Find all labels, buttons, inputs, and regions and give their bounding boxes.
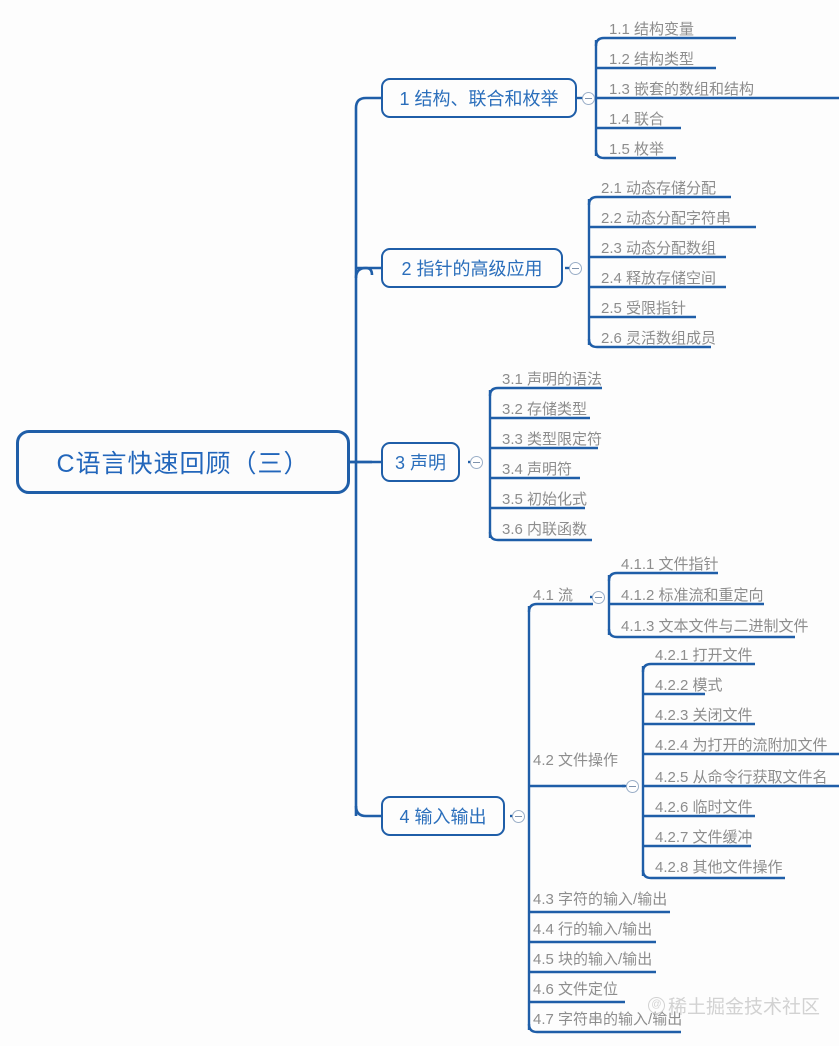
- leaf-3-5[interactable]: 3.5 初始化式: [502, 490, 587, 510]
- leaf-4-1-3[interactable]: 4.1.3 文本文件与二进制文件: [621, 617, 809, 637]
- leaf-1-3[interactable]: 1.3 嵌套的数组和结构: [609, 80, 754, 100]
- leaf-2-5[interactable]: 2.5 受限指针: [601, 299, 686, 319]
- leaf-4-2-3[interactable]: 4.2.3 关闭文件: [655, 706, 753, 726]
- leaf-4-3[interactable]: 4.3 字符的输入/输出: [533, 890, 667, 910]
- collapse-minus-icon-node-4-2[interactable]: [626, 780, 639, 793]
- leaf-2-1-label: 2.1 动态存储分配: [601, 180, 717, 197]
- collapse-minus-icon-node-4-1[interactable]: [592, 591, 605, 604]
- leaf-4-2-5-label: 4.2.5 从命令行获取文件名: [655, 769, 828, 786]
- watermark-text: 稀土掘金技术社区: [668, 997, 821, 1018]
- leaf-3-2[interactable]: 3.2 存储类型: [502, 400, 587, 420]
- leaf-4-5[interactable]: 4.5 块的输入/输出: [533, 950, 652, 970]
- node-4-1[interactable]: 4.1 流: [533, 586, 573, 606]
- leaf-4-4-label: 4.4 行的输入/输出: [533, 921, 653, 938]
- collapse-minus-icon-branch-3[interactable]: [470, 456, 483, 469]
- branch-node-4-label: 4 输入输出: [399, 807, 487, 827]
- leaf-4-2-1-label: 4.2.1 打开文件: [655, 647, 753, 664]
- leaf-2-3-label: 2.3 动态分配数组: [601, 240, 717, 257]
- leaf-4-1-2-label: 4.1.2 标准流和重定向: [621, 587, 764, 604]
- collapse-minus-icon-branch-1[interactable]: [582, 92, 595, 105]
- leaf-3-4[interactable]: 3.4 声明符: [502, 460, 572, 480]
- root-node-label: C语言快速回顾（三）: [56, 450, 310, 478]
- branch-node-1-label: 1 结构、联合和枚举: [399, 89, 559, 109]
- leaf-3-4-label: 3.4 声明符: [502, 461, 573, 478]
- node-4-2-label: 4.2 文件操作: [533, 752, 619, 769]
- leaf-2-2-label: 2.2 动态分配字符串: [601, 210, 732, 227]
- branch-node-3[interactable]: 3 声明: [381, 442, 460, 482]
- leaf-3-3[interactable]: 3.3 类型限定符: [502, 430, 602, 450]
- node-4-2[interactable]: 4.2 文件操作: [533, 751, 618, 771]
- root-node[interactable]: C语言快速回顾（三）: [16, 430, 350, 494]
- leaf-4-2-1[interactable]: 4.2.1 打开文件: [655, 646, 753, 666]
- leaf-3-6[interactable]: 3.6 内联函数: [502, 520, 587, 540]
- leaf-4-1-1-label: 4.1.1 文件指针: [621, 556, 719, 573]
- leaf-4-3-label: 4.3 字符的输入/输出: [533, 891, 668, 908]
- leaf-1-1-label: 1.1 结构变量: [609, 21, 695, 38]
- collapse-minus-icon-branch-4[interactable]: [512, 810, 525, 823]
- collapse-minus-icon-branch-2[interactable]: [569, 262, 582, 275]
- leaf-1-5[interactable]: 1.5 枚举: [609, 140, 664, 160]
- leaf-4-1-3-label: 4.1.3 文本文件与二进制文件: [621, 618, 809, 635]
- leaf-4-2-6[interactable]: 4.2.6 临时文件: [655, 798, 753, 818]
- leaf-4-1-2[interactable]: 4.1.2 标准流和重定向: [621, 586, 764, 606]
- watermark-at-icon: @: [648, 997, 665, 1014]
- leaf-4-2-5[interactable]: 4.2.5 从命令行获取文件名: [655, 768, 828, 788]
- leaf-4-2-4[interactable]: 4.2.4 为打开的流附加文件: [655, 736, 828, 756]
- leaf-4-2-2-label: 4.2.2 模式: [655, 677, 723, 694]
- leaf-4-2-2[interactable]: 4.2.2 模式: [655, 676, 723, 696]
- leaf-1-2[interactable]: 1.2 结构类型: [609, 50, 694, 70]
- leaf-2-1[interactable]: 2.1 动态存储分配: [601, 179, 716, 199]
- leaf-4-2-8[interactable]: 4.2.8 其他文件操作: [655, 858, 783, 878]
- leaf-4-2-7[interactable]: 4.2.7 文件缓冲: [655, 828, 753, 848]
- leaf-4-6-label: 4.6 文件定位: [533, 981, 619, 998]
- leaf-2-4[interactable]: 2.4 释放存储空间: [601, 269, 716, 289]
- leaf-4-2-8-label: 4.2.8 其他文件操作: [655, 859, 783, 876]
- leaf-3-3-label: 3.3 类型限定符: [502, 431, 603, 448]
- branch-node-3-label: 3 声明: [394, 453, 446, 473]
- leaf-4-4[interactable]: 4.4 行的输入/输出: [533, 920, 652, 940]
- leaf-3-2-label: 3.2 存储类型: [502, 401, 588, 418]
- watermark: @ 稀土掘金技术社区: [648, 992, 820, 1019]
- leaf-4-2-4-label: 4.2.4 为打开的流附加文件: [655, 737, 828, 754]
- branch-node-2-label: 2 指针的高级应用: [401, 259, 543, 279]
- branch-node-4[interactable]: 4 输入输出: [381, 796, 505, 836]
- branch-node-2[interactable]: 2 指针的高级应用: [381, 248, 563, 288]
- leaf-3-6-label: 3.6 内联函数: [502, 521, 588, 538]
- leaf-2-4-label: 2.4 释放存储空间: [601, 270, 717, 287]
- leaf-1-3-label: 1.3 嵌套的数组和结构: [609, 81, 755, 98]
- leaf-2-2[interactable]: 2.2 动态分配字符串: [601, 209, 731, 229]
- leaf-3-5-label: 3.5 初始化式: [502, 491, 588, 508]
- leaf-1-4[interactable]: 1.4 联合: [609, 110, 664, 130]
- leaf-2-6[interactable]: 2.6 灵活数组成员: [601, 329, 716, 349]
- leaf-4-2-6-label: 4.2.6 临时文件: [655, 799, 753, 816]
- leaf-4-2-7-label: 4.2.7 文件缓冲: [655, 829, 753, 846]
- node-4-1-label: 4.1 流: [533, 587, 574, 604]
- leaf-4-5-label: 4.5 块的输入/输出: [533, 951, 653, 968]
- leaf-4-7-label: 4.7 字符串的输入/输出: [533, 1011, 683, 1028]
- leaf-4-2-3-label: 4.2.3 关闭文件: [655, 707, 753, 724]
- leaf-4-6[interactable]: 4.6 文件定位: [533, 980, 618, 1000]
- leaf-2-5-label: 2.5 受限指针: [601, 300, 687, 317]
- leaf-4-7[interactable]: 4.7 字符串的输入/输出: [533, 1010, 682, 1030]
- leaf-2-6-label: 2.6 灵活数组成员: [601, 330, 717, 347]
- leaf-1-1[interactable]: 1.1 结构变量: [609, 20, 694, 40]
- leaf-2-3[interactable]: 2.3 动态分配数组: [601, 239, 716, 259]
- branch-node-1[interactable]: 1 结构、联合和枚举: [381, 78, 577, 118]
- leaf-3-1[interactable]: 3.1 声明的语法: [502, 370, 602, 390]
- leaf-1-4-label: 1.4 联合: [609, 111, 665, 128]
- leaf-3-1-label: 3.1 声明的语法: [502, 371, 603, 388]
- leaf-1-2-label: 1.2 结构类型: [609, 51, 695, 68]
- leaf-1-5-label: 1.5 枚举: [609, 141, 665, 158]
- leaf-4-1-1[interactable]: 4.1.1 文件指针: [621, 555, 719, 575]
